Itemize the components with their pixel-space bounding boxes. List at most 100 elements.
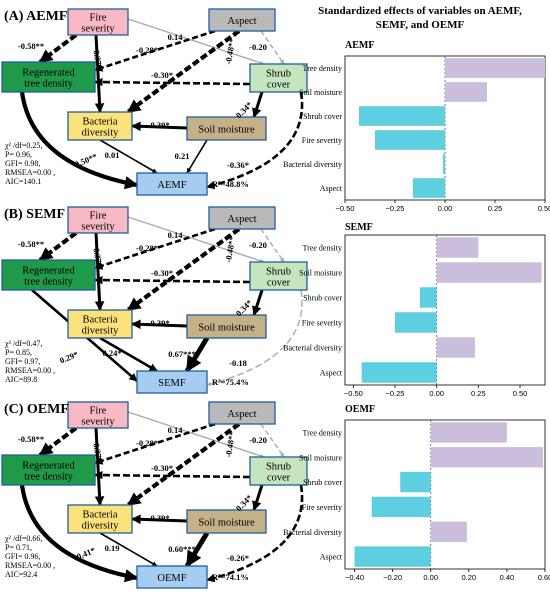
bar-tree-density (430, 422, 507, 443)
category-label: Bacterial diversity (283, 528, 342, 537)
node-regenerated-tree-density-label: Regenerated (22, 265, 75, 276)
node-soil-moisture-label: Soil moisture (198, 517, 255, 528)
x-tick-label: 0.00 (438, 204, 453, 213)
node-bacteria-diversity-label: Bacteria (83, 314, 118, 325)
path-shrub-to-resp (206, 91, 304, 190)
node-bacteria-diversity-label: Bacteria (83, 116, 118, 127)
node-regenerated-tree-density-box (1, 61, 96, 93)
node-shrub-cover-label: Shrub (266, 266, 291, 277)
path-shrub-to-soil (252, 289, 264, 316)
x-tick-label: −0.25 (386, 389, 405, 398)
panel-label: (C) OEMF (4, 402, 69, 417)
node-regenerated-tree-density-box (1, 259, 96, 291)
bar-bacterial-diversity (430, 521, 467, 542)
path-soil-to-bact (131, 514, 188, 525)
fit-stat-4: AIC=140.1 (5, 177, 41, 186)
path-bact-to-resp (99, 336, 158, 373)
chart-title: AEMF (345, 40, 374, 51)
category-label: Fire severity (302, 319, 342, 328)
path-soil-to-resp (186, 139, 208, 174)
x-tick-label: −0.50 (344, 389, 363, 398)
bar-tree-density (436, 237, 479, 258)
chart-title: OEMF (345, 404, 375, 415)
fit-stat-3: RMSEA=0.00 , (5, 561, 55, 570)
node-response-box (136, 370, 208, 394)
node-soil-moisture-box (186, 509, 267, 534)
bar-fire-severity (371, 496, 431, 518)
coef-soil-to-bact: 0.39* (150, 120, 169, 130)
node-regenerated-tree-density-label: tree density (24, 78, 73, 89)
node-soil-moisture-label: Soil moisture (198, 124, 255, 135)
node-shrub-cover-label: cover (267, 472, 291, 483)
node-bacteria-diversity-box (67, 111, 133, 141)
category-label: Tree density (303, 244, 342, 253)
coef-soil-to-resp: 0.67*** (168, 349, 196, 359)
coef-soil-to-bact: 0.39* (150, 318, 169, 328)
fit-stat-2: GFI= 0.97, (5, 357, 40, 366)
coef-fire-to-shrub: 0.14 (168, 32, 184, 42)
bar-fire-severity (375, 130, 445, 150)
node-fire-severity-label: Fire (90, 210, 107, 221)
bar-aspect (413, 178, 445, 198)
path-aspect-to-bact (126, 29, 241, 114)
bar-tree-density (445, 58, 545, 78)
bar-soil-moisture (445, 82, 487, 102)
node-bacteria-diversity-label: diversity (82, 325, 119, 336)
coef-shrub-to-regen: -0.30* (151, 463, 173, 473)
node-response-box (136, 172, 208, 196)
node-shrub-cover-label: cover (267, 277, 291, 288)
coef-shrub-to-regen: -0.30* (151, 70, 173, 80)
r-squared: R²=74.1% (212, 572, 249, 582)
coef-bact-to-resp: 0.19 (105, 543, 120, 553)
path-fire-to-bact (94, 427, 105, 506)
node-regenerated-tree-density-label: tree density (24, 276, 73, 287)
r-squared: R²=48.8% (212, 179, 249, 189)
coef-shrub-to-resp: -0.18 (229, 358, 247, 368)
node-response-box (136, 565, 208, 589)
path-bact-to-resp (99, 139, 158, 174)
node-aspect-label: Aspect (227, 214, 256, 225)
category-label: Tree density (303, 428, 342, 437)
node-shrub-cover-label: cover (267, 79, 291, 90)
path-fire-to-regen (38, 33, 78, 64)
x-tick-label: 0.00 (423, 573, 438, 582)
fit-stat-3: RMSEA=0.00 , (5, 168, 55, 177)
fit-stat-2: GFI= 0.96, (5, 552, 40, 561)
path-aspect-to-shrub (260, 423, 285, 458)
main-title-line-2: SEMF, and OEMF (376, 19, 465, 31)
path-soil-to-resp (184, 336, 210, 373)
coef-shrub-to-regen: -0.30* (151, 268, 173, 278)
path-shrub-to-resp (206, 289, 303, 387)
node-soil-moisture-box (186, 116, 267, 141)
category-label: Shrub cover (303, 478, 342, 487)
coef-aspect-to-shrub: -0.20 (249, 42, 267, 52)
node-shrub-cover-box (249, 63, 308, 93)
node-response-label: OEMF (157, 573, 186, 584)
path-aspect-to-bact (126, 227, 241, 312)
bar-aspect (361, 362, 437, 383)
path-shrub-to-regen (94, 470, 251, 480)
coef-bact-to-resp: 0.24* (102, 348, 121, 358)
fit-stat-1: P= 0.96, (5, 150, 32, 159)
node-shrub-cover-box (249, 261, 308, 291)
bar-soil-moisture (430, 447, 544, 468)
node-bacteria-diversity-box (67, 309, 133, 339)
path-aspect-to-regen (94, 29, 216, 72)
node-bacteria-diversity-label: Bacteria (83, 509, 118, 520)
node-aspect-box (208, 401, 276, 425)
node-regenerated-tree-density-box (1, 454, 96, 486)
category-label: Aspect (320, 553, 343, 562)
r-squared: R²=75.4% (212, 377, 249, 387)
path-aspect-to-shrub (260, 228, 285, 263)
path-fire-to-shrub (127, 216, 265, 263)
path-fire-to-shrub (127, 18, 265, 65)
coef-aspect-to-shrub: -0.20 (249, 435, 267, 445)
bar-shrub-cover (359, 106, 445, 126)
path-aspect-to-shrub (260, 30, 285, 65)
x-tick-label: 0.50 (538, 204, 550, 213)
path-aspect-to-bact (126, 422, 241, 507)
